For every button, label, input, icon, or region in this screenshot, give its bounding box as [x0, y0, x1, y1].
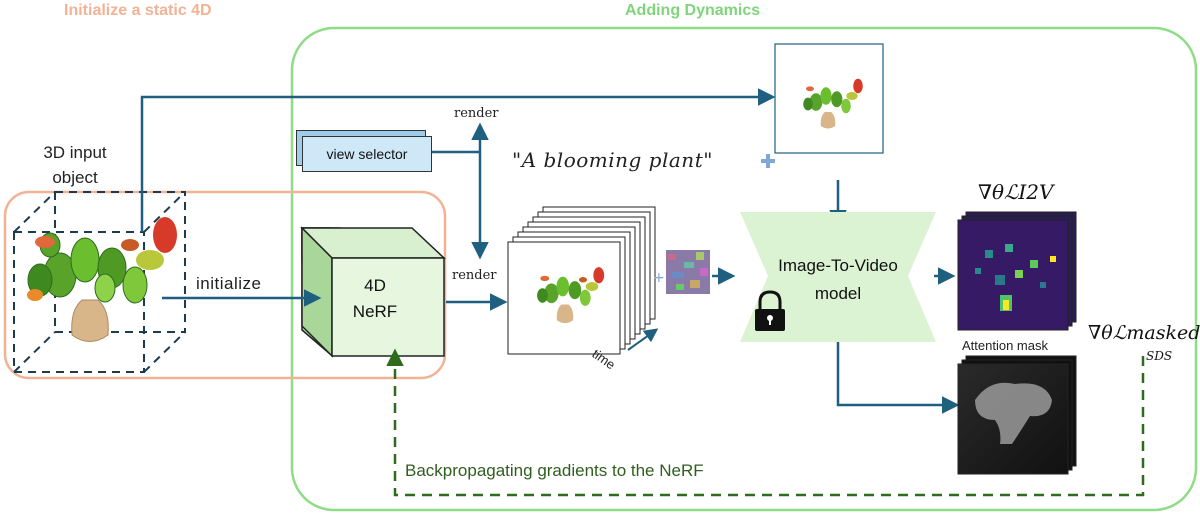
i2v-model-shape: [740, 212, 936, 342]
nerf-label-line1: 4D: [364, 276, 386, 295]
static-region: [3, 190, 447, 380]
initialize-label: initialize: [196, 274, 262, 293]
time-arrow: [627, 328, 659, 351]
i2v-model-label: Image-To-Video model: [748, 252, 928, 308]
plus-small-icon: +: [653, 270, 665, 286]
static-section-title: Initialize a static 4D: [64, 2, 212, 19]
lock-icon: [755, 290, 785, 331]
view-selector: view selector: [302, 136, 432, 172]
top-image-frame: [774, 43, 884, 154]
i2v-label-line2: model: [814, 284, 862, 303]
dynamics-region: [290, 26, 1198, 512]
noise-image: [666, 250, 710, 294]
text-prompt: "A blooming plant": [512, 148, 713, 172]
dynamics-section-title: Adding Dynamics: [625, 2, 761, 19]
nerf-label-line2: NeRF: [352, 302, 398, 321]
attention-mask-label: Attention mask: [962, 338, 1048, 353]
grad-i2v-label: ∇θℒI2V: [978, 180, 1054, 204]
render-top-label: render: [454, 106, 499, 121]
render-mid-label: render: [452, 268, 497, 283]
attention-mask-stack: [957, 355, 1077, 475]
rendered-frames-stack: [507, 206, 656, 355]
nerf-label: 4D NeRF: [335, 273, 415, 325]
arrow-to-attention: [836, 336, 960, 414]
backprop-label: Backpropagating gradients to the NeRF: [405, 461, 704, 480]
arrow-to-top-image: [140, 88, 776, 232]
plus-icon: [761, 154, 775, 168]
backprop-path: [386, 348, 1145, 497]
grad-sds-subscript: SDS: [1146, 349, 1173, 363]
gradient-map-stack: [957, 211, 1077, 331]
input-plant-image: [27, 217, 177, 342]
i2v-label-line1: Image-To-Video: [778, 256, 898, 275]
grad-sds-label: ∇θℒmasked: [1088, 322, 1200, 344]
rendered-frame-plant: [537, 267, 605, 324]
input-object-label: 3D input object: [43, 143, 107, 187]
